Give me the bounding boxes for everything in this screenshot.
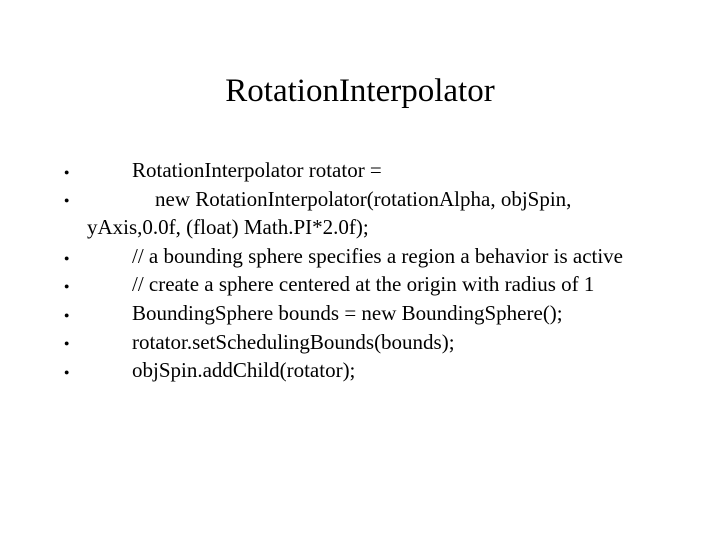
list-item: // create a sphere centered at the origi… [54,270,654,299]
list-item: rotator.setSchedulingBounds(bounds); [54,328,654,357]
bullet-dot-icon [64,270,76,300]
list-item-label: BoundingSphere bounds = new BoundingSphe… [132,300,563,325]
list-item-label: objSpin.addChild(rotator); [132,358,356,383]
list-item: BoundingSphere bounds = new BoundingSphe… [54,299,654,328]
list-item: RotationInterpolator rotator = [54,156,654,185]
bullet-dot-icon [64,242,76,272]
list-item: new RotationInterpolator(rotationAlpha, … [54,185,654,242]
bullet-dot-icon [64,156,76,186]
bullet-dot-icon [64,185,76,215]
list-item-label: new RotationInterpolator(rotationAlpha, … [87,186,572,240]
slide-body-content: RotationInterpolator rotator = new Rotat… [54,156,654,385]
bullet-dot-icon [64,356,76,386]
page-title: RotationInterpolator [225,73,495,109]
bullet-dot-icon [64,328,76,358]
list-item-label: // a bounding sphere specifies a region … [132,243,623,268]
list-item: // a bounding sphere specifies a region … [54,242,654,271]
list-item-label: rotator.setSchedulingBounds(bounds); [132,329,455,354]
list-item: objSpin.addChild(rotator); [54,356,654,385]
list-item-label: // create a sphere centered at the origi… [132,272,595,297]
bullet-dot-icon [64,299,76,329]
list-item-label: RotationInterpolator rotator = [132,158,382,182]
